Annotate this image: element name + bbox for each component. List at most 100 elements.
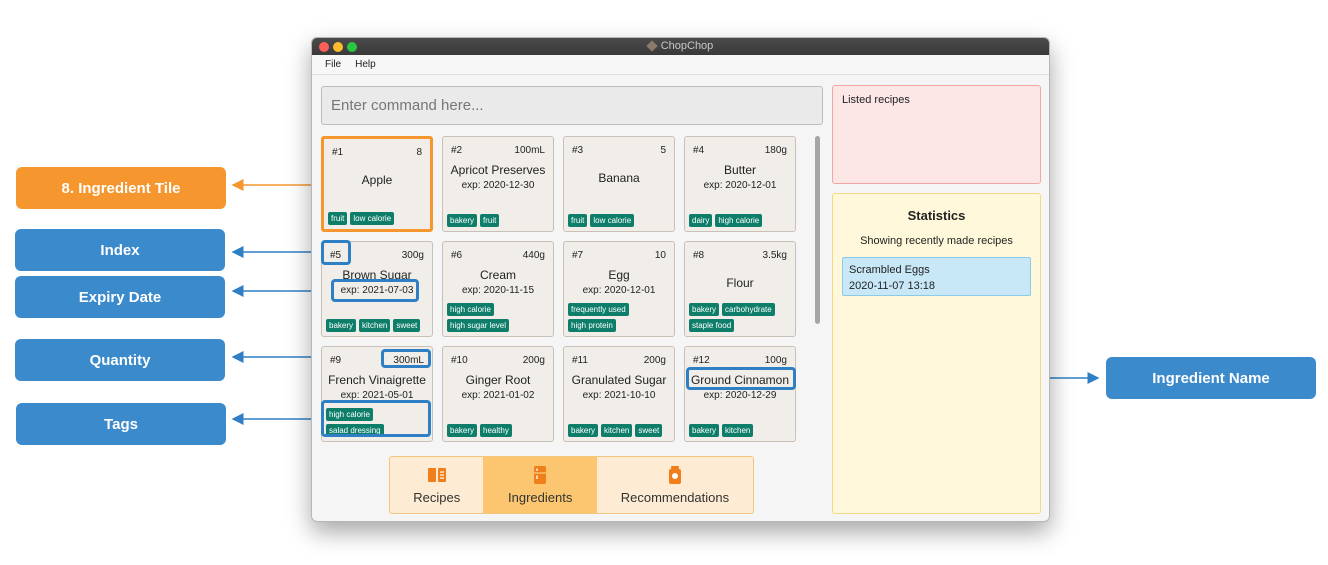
ingredient-expiry: exp: 2020-12-30 (461, 180, 535, 191)
callout-tags: Tags (16, 403, 226, 445)
ingredient-index: #3 (572, 145, 584, 156)
ingredient-tag: healthy (480, 424, 512, 437)
ingredient-name: Granulated Sugar (571, 373, 667, 387)
ingredient-quantity: 8 (416, 147, 422, 158)
highlight-name (686, 367, 796, 390)
minimize-window-button[interactable] (333, 42, 343, 52)
ingredient-name: Brown Sugar (342, 268, 412, 282)
ingredient-tag: low calorie (350, 212, 395, 225)
ingredient-quantity: 300mL (393, 355, 424, 366)
tab-recommendations[interactable]: Recommendations (597, 457, 753, 513)
ingredient-name: Ground Cinnamon (690, 373, 790, 387)
ingredient-quantity: 180g (764, 145, 787, 156)
ingredient-name: French Vinaigrette (328, 373, 426, 387)
ingredient-name: Apple (361, 173, 393, 187)
ingredient-quantity: 100mL (514, 145, 545, 156)
command-input[interactable]: Enter command here... (321, 86, 823, 125)
ingredient-name: Flour (726, 276, 754, 290)
ingredient-index: #6 (451, 250, 463, 261)
ingredient-quantity: 440g (522, 250, 545, 261)
ingredient-tag: high calorie (447, 303, 494, 316)
tab-recommendations-label: Recommendations (620, 489, 730, 505)
ingredient-name: Egg (608, 268, 630, 282)
ingredient-name: Apricot Preserves (450, 163, 546, 177)
ingredient-tag: fruit (568, 214, 588, 227)
ingredient-index: #10 (451, 355, 468, 366)
ingredient-tag: fruit (328, 212, 348, 225)
ingredient-quantity: 5 (660, 145, 666, 156)
statistics-title: Statistics (907, 208, 966, 223)
ingredient-name: Ginger Root (465, 373, 531, 387)
ingredient-tag: high sugar level (447, 319, 510, 332)
ingredient-quantity: 200g (643, 355, 666, 366)
ingredient-tag: sweet (393, 319, 421, 332)
ingredient-index: #5 (330, 250, 342, 261)
ingredient-tags: high calorie high sugar level (447, 303, 549, 332)
ingredient-tag: fruit (480, 214, 500, 227)
ingredient-tag: high calorie (715, 214, 763, 227)
ingredient-name: Banana (598, 171, 640, 185)
title-bar: ChopChop (312, 38, 1049, 55)
ingredient-name: Cream (479, 268, 516, 282)
tab-ingredients[interactable]: Ingredients (483, 457, 597, 513)
ingredient-tag: kitchen (722, 424, 754, 437)
zoom-window-button[interactable] (347, 42, 357, 52)
tab-ingredients-label: Ingredients (508, 489, 573, 505)
ingredient-tag: frequently used (568, 303, 629, 316)
statistics-subtitle: Showing recently made recipes (860, 235, 1013, 247)
callout-ingredient-tile: 8. Ingredient Tile (16, 167, 226, 209)
close-window-button[interactable] (319, 42, 329, 52)
menu-file[interactable]: File (325, 59, 342, 70)
tab-recipes[interactable]: Recipes (390, 457, 483, 513)
ingredient-quantity: 10 (654, 250, 666, 261)
ingredient-tag: bakery (447, 424, 478, 437)
ingredient-tags: frequently used high protein (568, 303, 670, 332)
statistics-panel: Statistics Showing recently made recipes… (832, 193, 1041, 514)
ingredient-quantity: 200g (522, 355, 545, 366)
ingredient-tag: dairy (689, 214, 713, 227)
ingredient-expiry: exp: 2020-12-29 (703, 390, 777, 401)
ingredient-tag: kitchen (601, 424, 633, 437)
ingredient-tag: high calorie (326, 408, 373, 421)
tab-recipes-label: Recipes (413, 489, 461, 505)
highlight-index (321, 240, 351, 265)
ingredient-quantity: 100g (764, 355, 787, 366)
ingredient-index: #12 (693, 355, 710, 366)
ingredient-tag: staple food (689, 319, 735, 332)
ingredient-tag: high protein (568, 319, 616, 332)
ingredient-index: #1 (332, 147, 344, 158)
app-icon (646, 40, 658, 52)
ingredient-quantity: 3.5kg (762, 250, 787, 261)
highlight-expiry (331, 279, 419, 302)
recent-recipe-name: Scrambled Eggs (849, 264, 930, 276)
ingredient-expiry: exp: 2021-05-01 (340, 390, 414, 401)
callout-quantity: Quantity (15, 339, 225, 381)
ingredient-name: Butter (723, 163, 756, 177)
menu-help[interactable]: Help (355, 59, 376, 70)
ingredient-tag: bakery (689, 424, 720, 437)
menu-bar: File Help (312, 55, 1049, 75)
ingredient-scrollbar[interactable] (815, 136, 820, 324)
recent-recipe-item[interactable]: Scrambled Eggs 2020-11-07 13:18 (842, 257, 1031, 296)
window-title: ChopChop (312, 40, 1049, 52)
ingredient-index: #2 (451, 145, 463, 156)
